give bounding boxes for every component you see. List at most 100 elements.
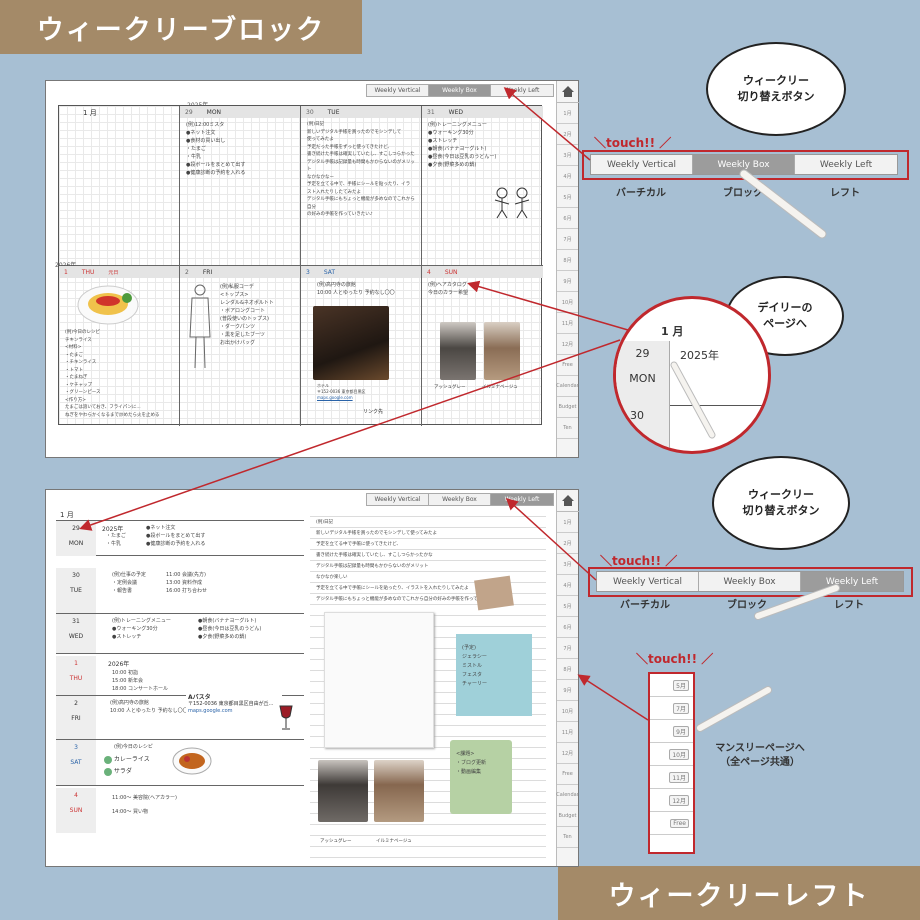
month-tab[interactable]: 7月 (650, 697, 693, 720)
zoom-next-date[interactable]: 30 (616, 405, 670, 451)
rail-tab-oct[interactable]: 10月 (557, 701, 578, 722)
month-tab[interactable]: 11月 (650, 766, 693, 789)
rail-tab-jan[interactable]: 1月 (557, 512, 578, 533)
day-notes: (例)12:00ミスタ●ネット注文●食材の買い出し・たまご・牛乳●段ボールをまと… (186, 122, 246, 176)
notes-page[interactable]: (例)日記新しいデジタル手帳を買ったのでモシンデして使ってみたよ予定を立てる中で… (310, 516, 546, 860)
month-tab[interactable]: Free (650, 812, 693, 835)
label-box: ブロック (723, 188, 763, 199)
rail-tab-sep[interactable]: 9月 (557, 271, 578, 292)
month-tab[interactable]: 5月 (650, 674, 693, 697)
switch-weekly-left[interactable]: Weekly Left (801, 572, 903, 591)
rail-tab-nov[interactable]: 11月 (557, 313, 578, 334)
tab-weekly-vertical[interactable]: Weekly Vertical (367, 494, 429, 505)
month-tab[interactable]: 9月 (650, 720, 693, 743)
switch-weekly-vertical[interactable]: Weekly Vertical (597, 572, 699, 591)
rail-tab-jul[interactable]: 7月 (557, 638, 578, 659)
rail-tab-sep[interactable]: 9月 (557, 680, 578, 701)
rail-tab-budget[interactable]: Budget (557, 806, 578, 827)
rail-tab-calendar[interactable]: Calendar (556, 785, 579, 806)
monthly-tabs-zoom: 5月 7月 9月 10月 11月 12月 Free (648, 672, 695, 854)
rail-tab-apr[interactable]: 4月 (557, 166, 578, 187)
day-notes: (例)仕事の予定・定例会議・報告書 (112, 572, 146, 594)
rail-tab-jul[interactable]: 7月 (557, 229, 578, 250)
home-button[interactable] (557, 81, 579, 103)
rail-tab-free[interactable]: Free (557, 764, 578, 785)
switch-zoom-top: Weekly Vertical Weekly Box Weekly Left (590, 154, 898, 175)
switch-weekly-left[interactable]: Weekly Left (819, 159, 873, 170)
rail-tab-dec[interactable]: 12月 (557, 743, 578, 764)
tab-weekly-left[interactable]: Weekly Left (491, 494, 553, 505)
hair-label: イルミナベージュ (482, 385, 518, 390)
rail-tab-apr[interactable]: 4月 (557, 575, 578, 596)
switch-weekly-box[interactable]: Weekly Box (699, 572, 801, 591)
rail-tab-feb[interactable]: 2月 (557, 124, 578, 145)
tab-weekly-left[interactable]: Weekly Left (491, 85, 553, 96)
rail-tab-may[interactable]: 5月 (557, 596, 578, 617)
day-notes: ・たまご・牛乳 (106, 533, 126, 547)
rail-tab-jun[interactable]: 6月 (557, 208, 578, 229)
rail-tab-dec[interactable]: 12月 (557, 334, 578, 355)
month-label[interactable]: 1 月 (83, 109, 97, 117)
rail-tab-free[interactable]: Free (557, 355, 578, 376)
day-notes: ●朝食(バナナヨーグルト)●昼食(今日は豆乳のうどん)●夕食(野菜多めの鍋) (198, 618, 262, 640)
rail-tab-mar[interactable]: 3月 (557, 145, 578, 166)
rail-tab-jun[interactable]: 6月 (557, 617, 578, 638)
rail-tab-calendar[interactable]: Calendar (556, 376, 579, 397)
tab-weekly-vertical[interactable]: Weekly Vertical (367, 85, 429, 96)
rail-tab-aug[interactable]: 8月 (557, 659, 578, 680)
day-notes: ●ネット注文●段ボールをまとめて出す●健康診断の予約を入れる (146, 525, 206, 547)
home-button[interactable] (557, 490, 579, 512)
rail-tab-jan[interactable]: 1月 (557, 103, 578, 124)
zoom-date-cell[interactable]: 29 MON (616, 341, 670, 405)
daily-zoom-circle: 1 月 29 MON 2025年 30 (613, 296, 771, 454)
rail-tab-nov[interactable]: 11月 (557, 722, 578, 743)
home-icon (562, 495, 574, 506)
callout-weekly-switch: ウィークリー 切り替えボタン (706, 42, 846, 136)
switch-weekly-box[interactable]: Weekly Box (693, 155, 795, 174)
switch-weekly-vertical[interactable]: Weekly Vertical (591, 155, 693, 174)
month-label[interactable]: 1 月 (60, 511, 74, 519)
month-tab[interactable]: 10月 (650, 743, 693, 766)
rail-tab-ten[interactable]: Ten (557, 418, 578, 439)
rail-tab-mar[interactable]: 3月 (557, 554, 578, 575)
rail-tab-ten[interactable]: Ten (557, 827, 578, 848)
month-tab[interactable]: 12月 (650, 789, 693, 812)
stick-figures-illustration (494, 187, 530, 219)
rail-tab-budget[interactable]: Budget (557, 397, 578, 418)
rail-tab-aug[interactable]: 8月 (557, 250, 578, 271)
label-vertical: バーチカル (620, 600, 670, 611)
tab-weekly-box[interactable]: Weekly Box (429, 85, 491, 96)
stylus-pen-icon-3 (739, 169, 827, 239)
tab-weekly-box[interactable]: Weekly Box (429, 494, 491, 505)
maps-link[interactable]: maps.google.com (188, 708, 233, 714)
maps-link[interactable]: maps.google.com (317, 395, 353, 400)
rail-tab-may[interactable]: 5月 (557, 187, 578, 208)
